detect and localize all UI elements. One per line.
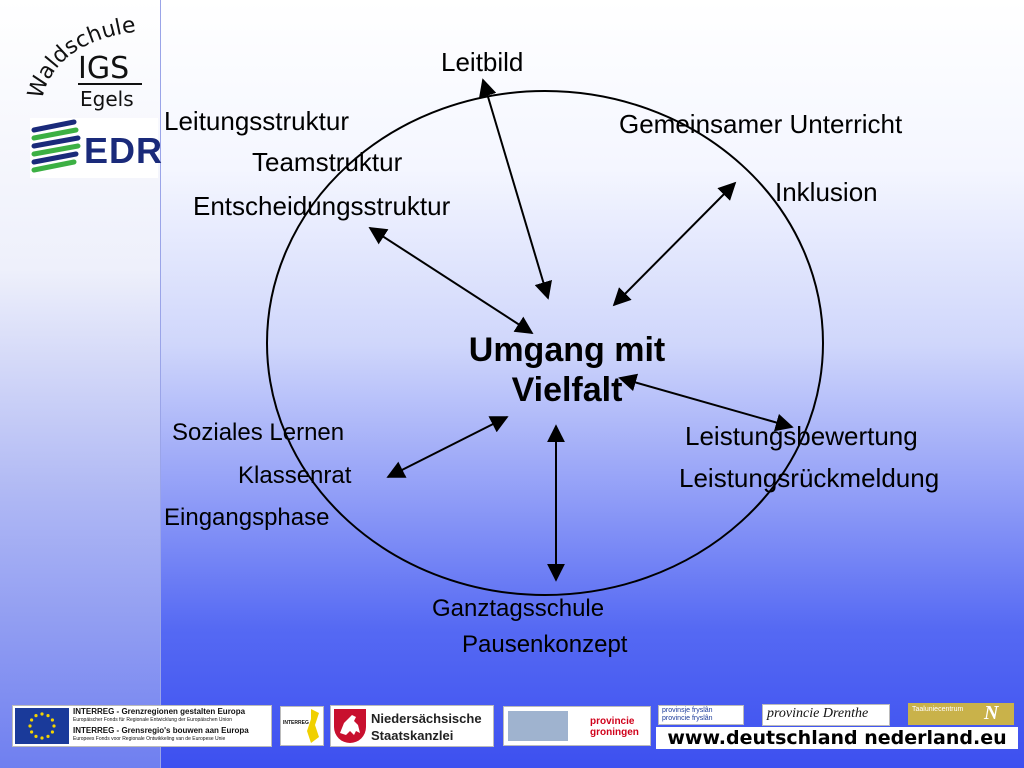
label-teamstruktur: Teamstruktur — [252, 147, 403, 177]
taalunie-text: Taaluniecentrum — [912, 706, 964, 713]
label-inklusion: Inklusion — [775, 177, 878, 207]
groningen-line1: provincie — [590, 716, 635, 727]
sponsor-footer: INTERREG - Grenzregionen gestalten Europ… — [0, 700, 1024, 768]
label-ganztagsschule: Ganztagsschule — [432, 595, 605, 622]
drenthe-logo: provincie Drenthe — [762, 704, 890, 726]
label-eingangsphase: Eingangsphase — [164, 504, 330, 531]
interreg-map-logo: INTERREG — [280, 706, 324, 746]
niedersachsen-line1: Niedersächsische — [371, 711, 482, 726]
label-leitungsstruktur: Leitungsstruktur — [164, 106, 349, 136]
fryslan-line2: provincie fryslân — [662, 715, 713, 722]
label-entscheidungsstruktur: Entscheidungsstruktur — [193, 191, 451, 221]
label-leistungsbewertung: Leistungsbewertung — [685, 421, 918, 451]
logo-igs-text: IGS — [78, 51, 129, 86]
eu-flag-icon — [15, 708, 69, 744]
groningen-logo: provincie groningen — [503, 706, 651, 746]
groningen-line2: groningen — [590, 727, 639, 738]
label-pausenkonzept: Pausenkonzept — [462, 631, 628, 658]
horse-crest-icon — [334, 709, 366, 743]
edr-logo: EDR — [30, 118, 162, 178]
interreg-line1-sub: Europäischer Fonds für Regionale Entwick… — [73, 717, 232, 723]
fryslan-line1: provinsje fryslân — [662, 707, 713, 714]
interreg-logo: INTERREG - Grenzregionen gestalten Europ… — [12, 705, 272, 747]
map-icon — [307, 709, 319, 743]
center-title-line1: Umgang mit — [468, 331, 666, 369]
label-gemeinsamer-unterricht: Gemeinsamer Unterricht — [619, 109, 903, 139]
interreg-small-text: INTERREG — [283, 720, 309, 726]
label-klassenrat: Klassenrat — [238, 462, 352, 489]
center-title-line2: Vielfalt — [511, 371, 623, 409]
arrow-inklusion — [612, 181, 737, 307]
edr-logo-text: EDR — [84, 130, 164, 171]
niedersachsen-logo: Niedersächsische Staatskanzlei — [330, 705, 494, 747]
center-title: Umgang mit Vielfalt — [447, 330, 687, 410]
footer-url[interactable]: www.deutschland nederland.eu — [656, 727, 1018, 749]
niedersachsen-line2: Staatskanzlei — [371, 728, 454, 743]
arrow-leitbild — [479, 78, 552, 300]
arrow-leistungsbewertung — [618, 373, 794, 432]
interreg-line2-sub: Europees Fonds voor Regionale Ontwikkeli… — [73, 736, 226, 742]
waldschule-igs-logo: Waldschule IGS Egels — [14, 8, 164, 118]
label-soziales-lernen: Soziales Lernen — [172, 419, 345, 446]
arrow-soziales-lernen — [386, 416, 509, 478]
drenthe-text: provincie Drenthe — [767, 706, 869, 721]
interreg-line1: INTERREG - Grenzregionen gestalten Europ… — [73, 707, 246, 716]
arrow-entscheidungsstruktur — [368, 227, 534, 334]
fryslan-logo: provinsje fryslân provincie fryslân — [658, 705, 744, 725]
taalunie-n-icon: N — [984, 702, 999, 724]
taalunie-logo: Taaluniecentrum N — [908, 703, 1014, 725]
groningen-crest-icon — [508, 711, 568, 741]
label-leistungsrueckmeldung: Leistungsrückmeldung — [679, 463, 940, 493]
label-leitbild: Leitbild — [441, 47, 524, 77]
interreg-line2: INTERREG - Grensregio's bouwen aan Europ… — [73, 726, 249, 735]
logo-egels-text: Egels — [80, 87, 134, 111]
